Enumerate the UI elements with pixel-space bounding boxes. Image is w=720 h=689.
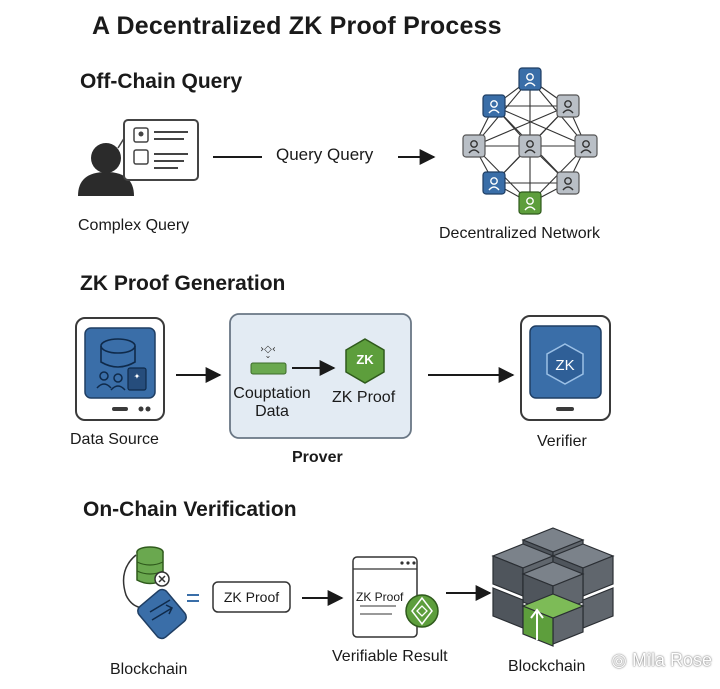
decentralized-network-label: Decentralized Network <box>439 225 600 242</box>
network-node-icon <box>556 94 580 118</box>
network-node-icon <box>518 134 542 158</box>
section-heading-off-chain: Off-Chain Query <box>80 70 243 93</box>
zk-proof-box <box>212 581 291 613</box>
zk-proof-hexagon-icon <box>345 338 385 384</box>
data-source-device-icon: ✦ <box>75 317 165 421</box>
network-node-icon <box>482 94 506 118</box>
verifier-badge-text: ZK <box>555 357 575 374</box>
verifiable-result-card <box>352 556 418 638</box>
verifier-label: Verifier <box>537 433 587 450</box>
verifiable-result-label: Verifiable Result <box>332 648 448 665</box>
zk-proof-box-label: ZK Proof <box>223 589 280 605</box>
page-title: A Decentralized ZK Proof Process <box>92 12 502 40</box>
blockchain-cube-stack-icon <box>491 527 615 647</box>
query-arrow-label: Query Query <box>276 145 374 164</box>
blockchain-label: Blockchain <box>110 661 188 678</box>
watermark: ◎ Mila Rose <box>611 650 712 671</box>
query-document-icon <box>117 119 199 181</box>
network-node-icon <box>518 67 542 91</box>
network-node-icon <box>518 191 542 215</box>
result-card-text: ZK Proof <box>356 590 404 604</box>
equals-icon <box>187 594 199 602</box>
section-heading-on-chain: On-Chain Verification <box>83 498 297 521</box>
blockchain-chain-icon <box>137 588 187 640</box>
computation-icon: ›◇‹ ⌄ <box>250 344 287 375</box>
network-node-icon <box>462 134 486 158</box>
verifier-device-icon <box>520 315 611 421</box>
svg-text:›◇‹: ›◇‹ <box>260 344 276 355</box>
zk-proof-badge-text: ZK <box>356 352 374 367</box>
section-heading-zk-generation: ZK Proof Generation <box>80 272 286 295</box>
verified-badge-icon <box>405 594 439 628</box>
complex-query-label: Complex Query <box>78 217 190 234</box>
watermark-text: Mila Rose <box>631 650 712 670</box>
svg-text:⌄: ⌄ <box>265 351 272 360</box>
svg-text:✦: ✦ <box>134 372 141 381</box>
blockchain-cube-label: Blockchain <box>508 658 586 675</box>
network-node-icon <box>556 171 580 195</box>
network-node-icon <box>482 171 506 195</box>
network-node-icon <box>574 134 598 158</box>
decentralized-network-graph <box>462 67 598 215</box>
zk-proof-label: ZK Proof <box>332 389 396 406</box>
computation-data-label: Couptation Data <box>233 385 311 420</box>
user-silhouette-icon <box>78 143 134 196</box>
prover-label: Prover <box>292 449 343 466</box>
watermark-icon: ◎ <box>611 650 632 670</box>
data-source-label: Data Source <box>70 431 159 448</box>
blockchain-database-icon <box>122 546 170 609</box>
